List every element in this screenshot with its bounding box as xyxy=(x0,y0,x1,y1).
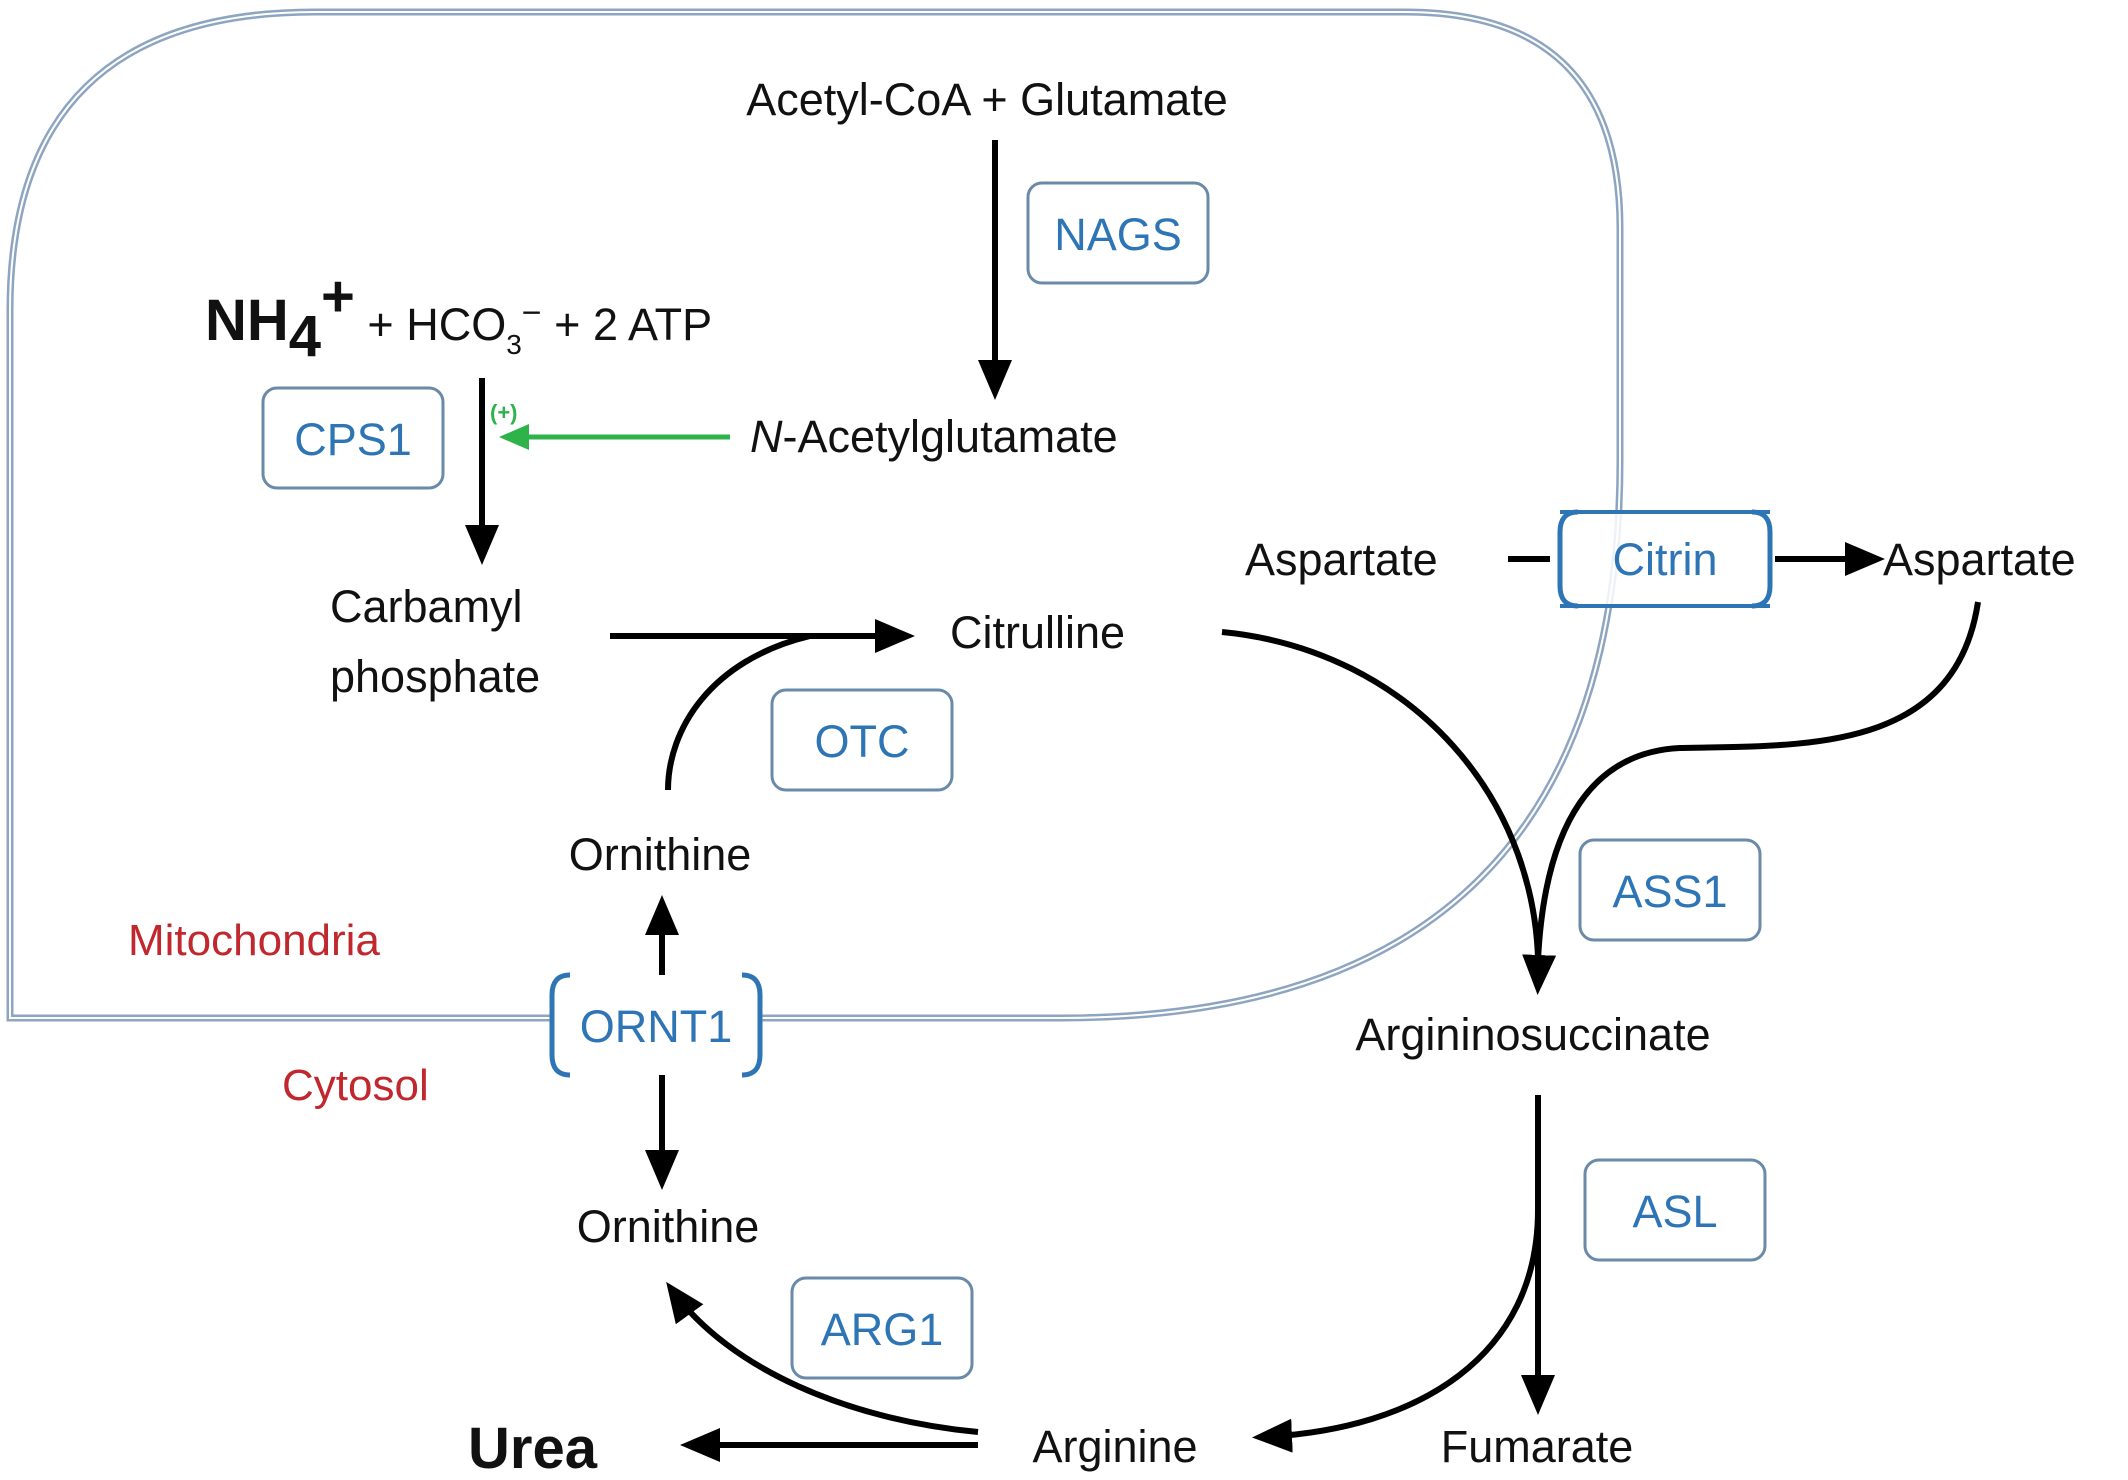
enzyme-arg1: ARG1 xyxy=(790,1276,974,1380)
svg-text:ORNT1: ORNT1 xyxy=(580,1001,733,1052)
nh4-subscript: 4 xyxy=(289,304,321,369)
arrow-citrulline-to-argininosuccinate xyxy=(1221,629,1557,995)
svg-text:Citrin: Citrin xyxy=(1612,534,1717,585)
svg-text:ARG1: ARG1 xyxy=(821,1304,944,1355)
enzyme-ass1: ASS1 xyxy=(1578,838,1762,942)
arginine-label: Arginine xyxy=(1032,1421,1197,1472)
arrow-ornithine-to-otc xyxy=(665,633,811,791)
cytosol-label: Cytosol xyxy=(282,1061,429,1110)
nh4-superscript: + xyxy=(321,264,355,329)
urea-label: Urea xyxy=(468,1416,598,1480)
nh4-main: NH xyxy=(205,288,289,353)
transporter-citrin: Citrin xyxy=(1557,509,1773,609)
argininosuccinate-label: Argininosuccinate xyxy=(1355,1009,1710,1060)
nh4-bicarbonate-atp-label: NH4+ + HCO3− + 2 ATP xyxy=(205,264,712,369)
bicarbonate-superscript: − xyxy=(522,294,542,332)
activation-label: (+) xyxy=(490,400,518,425)
acetyl-coa-glutamate-label: Acetyl-CoA + Glutamate xyxy=(746,74,1227,125)
bicarbonate-subscript: 3 xyxy=(506,329,522,360)
arrow-aspartate-to-ass1 xyxy=(1535,601,1981,961)
enzyme-nags: NAGS xyxy=(1026,181,1210,285)
n-italic: N xyxy=(750,411,783,462)
acetylglutamate-text: -Acetylglutamate xyxy=(783,411,1118,462)
carbamyl-line2: phosphate xyxy=(330,651,540,702)
svg-text:NAGS: NAGS xyxy=(1054,209,1182,260)
transporter-ornt1: ORNT1 xyxy=(549,972,763,1078)
arrow-arginine-to-ornithine xyxy=(666,1281,979,1435)
ornithine-mito-label: Ornithine xyxy=(569,829,752,880)
n-acetylglutamate-label: N-Acetylglutamate xyxy=(750,411,1118,462)
arrow-asl-to-arginine xyxy=(1252,1209,1541,1453)
ornithine-cyto-label: Ornithine xyxy=(577,1201,760,1252)
aspartate-mito-label: Aspartate xyxy=(1245,534,1438,585)
svg-text:ASS1: ASS1 xyxy=(1612,866,1727,917)
svg-text:ASL: ASL xyxy=(1632,1186,1717,1237)
fumarate-label: Fumarate xyxy=(1441,1421,1634,1472)
citrulline-label: Citrulline xyxy=(950,607,1125,658)
mitochondria-label: Mitochondria xyxy=(128,916,380,965)
bicarbonate-prefix: + HCO xyxy=(355,299,506,350)
aspartate-cyto-label: Aspartate xyxy=(1883,534,2076,585)
svg-text:CPS1: CPS1 xyxy=(294,414,412,465)
enzyme-otc: OTC xyxy=(770,688,954,792)
mitochondrial-membrane xyxy=(6,8,1624,1022)
carbamyl-line1: Carbamyl xyxy=(330,581,523,632)
enzyme-asl: ASL xyxy=(1583,1158,1767,1262)
carbamyl-phosphate-label: Carbamyl phosphate xyxy=(330,581,540,702)
svg-text:OTC: OTC xyxy=(815,716,910,767)
enzyme-cps1: CPS1 xyxy=(261,386,445,490)
atp-suffix: + 2 ATP xyxy=(542,299,713,350)
